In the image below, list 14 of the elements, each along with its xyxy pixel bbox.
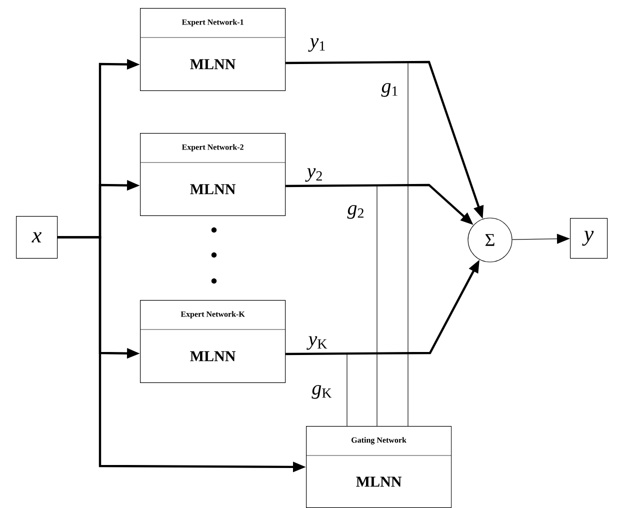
edge-label: g$_{1}$ bbox=[381, 83, 398, 97]
network-box: Gating Network MLNN bbox=[306, 426, 452, 508]
edge-label: y$_{1}$ bbox=[308, 38, 325, 52]
edge-label: y$_{K}$ bbox=[306, 336, 328, 350]
connector-line bbox=[346, 354, 348, 426]
network-box: Expert Network-K MLNN bbox=[140, 300, 286, 383]
edge-label: g$_{2}$ bbox=[347, 205, 364, 219]
edge-label: g$_{K}$ bbox=[312, 385, 332, 399]
edge-label: y$_{2}$ bbox=[305, 168, 322, 182]
network-box: Expert Network-1 MLNN bbox=[140, 8, 286, 91]
network-box: Expert Network-2 MLNN bbox=[140, 133, 286, 216]
variable-box: y bbox=[570, 218, 608, 259]
variable-box: x bbox=[16, 216, 58, 259]
connector-line bbox=[376, 186, 378, 426]
